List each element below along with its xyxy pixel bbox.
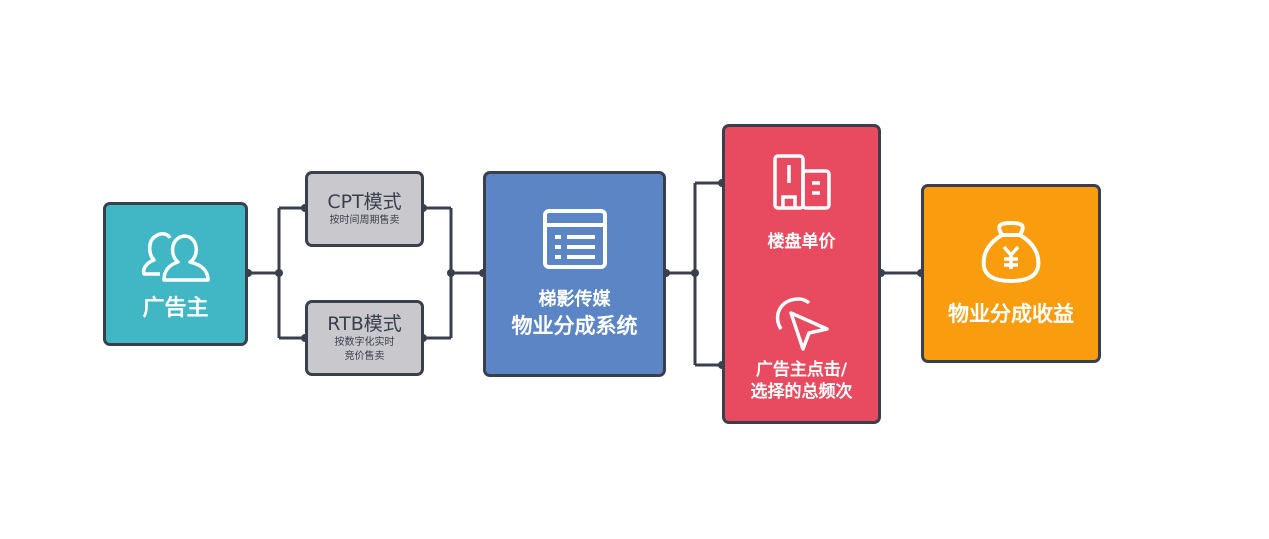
advertiser-label: 广告主 xyxy=(142,296,209,321)
factors-node: 楼盘单价 广告主点击/ 选择的总频次 xyxy=(722,124,881,424)
revenue-node: 物业分成收益 xyxy=(921,184,1101,363)
cpt-title: CPT模式 xyxy=(327,191,402,213)
rtb-desc-line2: 竞价售卖 xyxy=(344,351,385,362)
clicks-line2: 选择的总频次 xyxy=(750,382,853,402)
money-bag-icon xyxy=(981,220,1041,283)
system-line1: 梯影传媒 xyxy=(538,289,611,310)
building-icon xyxy=(772,154,831,210)
rtb-mode-node: RTB模式 按数字化实时 竞价售卖 xyxy=(305,300,424,376)
unit-price-label: 楼盘单价 xyxy=(767,232,836,252)
revenue-label: 物业分成收益 xyxy=(948,301,1074,326)
clicks-line1: 广告主点击/ xyxy=(755,360,848,380)
rtb-title: RTB模式 xyxy=(327,313,402,335)
rtb-desc-line1: 按数字化实时 xyxy=(334,337,395,348)
system-line2: 物业分成系统 xyxy=(511,314,638,338)
cpt-mode-node: CPT模式 按时间周期售卖 xyxy=(305,171,424,247)
list-icon xyxy=(542,209,607,269)
users-icon xyxy=(141,232,210,282)
advertiser-node: 广告主 xyxy=(103,202,248,346)
system-node: 梯影传媒 物业分成系统 xyxy=(483,171,666,377)
cursor-click-icon xyxy=(775,297,829,351)
cpt-desc: 按时间周期售卖 xyxy=(329,215,400,226)
